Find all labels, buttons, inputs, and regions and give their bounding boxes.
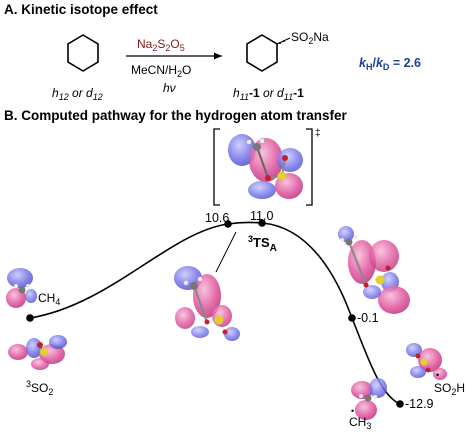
orbital-methane xyxy=(6,268,37,308)
orbital-methyl xyxy=(351,378,387,420)
light-label: hν xyxy=(163,81,176,95)
reagent-na2s2o5: Na2S2O5 xyxy=(137,37,185,53)
point-products xyxy=(396,400,404,408)
orbital-triplet-so2 xyxy=(8,335,67,370)
methyl-label: CH3 xyxy=(349,415,371,431)
energy-10-6: 10.6 xyxy=(205,211,229,225)
ts-bracket-right xyxy=(306,128,313,206)
energy-minus-0-1: -0.1 xyxy=(357,311,379,325)
ts-label: 3TSA xyxy=(248,234,277,254)
section-b-title: B. Computed pathway for the hydrogen ato… xyxy=(4,108,348,123)
cyclohexane-product xyxy=(246,34,278,72)
point-ts-2 xyxy=(258,219,266,227)
triplet-so2-label: 3SO2 xyxy=(26,379,53,397)
reaction-arrow-head xyxy=(214,52,222,60)
methane-label: CH4 xyxy=(38,291,60,307)
wedge-dot-1 xyxy=(279,42,281,44)
sulfinate-group: SO2Na xyxy=(291,30,329,46)
pointer-line xyxy=(215,231,237,273)
orbital-intermediate xyxy=(338,226,410,314)
energy-11-0: 11.0 xyxy=(250,209,273,223)
methyl-radical-dot: • xyxy=(351,406,354,416)
reactant-label: h12 or d12 xyxy=(52,86,103,102)
orbital-ts-bracket xyxy=(228,134,303,199)
energy-minus-12-9: -12.9 xyxy=(405,397,434,411)
so2h-radical-dot: • xyxy=(436,370,439,380)
so2h-label: SO2H xyxy=(434,381,465,397)
product-label: h11-1 or d11-1 xyxy=(233,86,304,102)
wedge-dot-2 xyxy=(283,40,285,42)
cyclohexane-reactant xyxy=(67,34,99,72)
orbital-ts-lower xyxy=(174,266,240,341)
point-ts-1 xyxy=(224,220,232,228)
point-intermediate xyxy=(348,314,356,322)
kie-value: kH/kD = 2.6 xyxy=(359,56,421,72)
section-a-title: A. Kinetic isotope effect xyxy=(4,2,158,17)
ts-double-dagger: ‡ xyxy=(315,128,321,139)
orbital-so2h xyxy=(406,343,447,380)
point-reactants xyxy=(26,314,34,322)
solvent-label: MeCN/H2O xyxy=(131,63,191,79)
ts-bracket-left xyxy=(213,128,220,206)
